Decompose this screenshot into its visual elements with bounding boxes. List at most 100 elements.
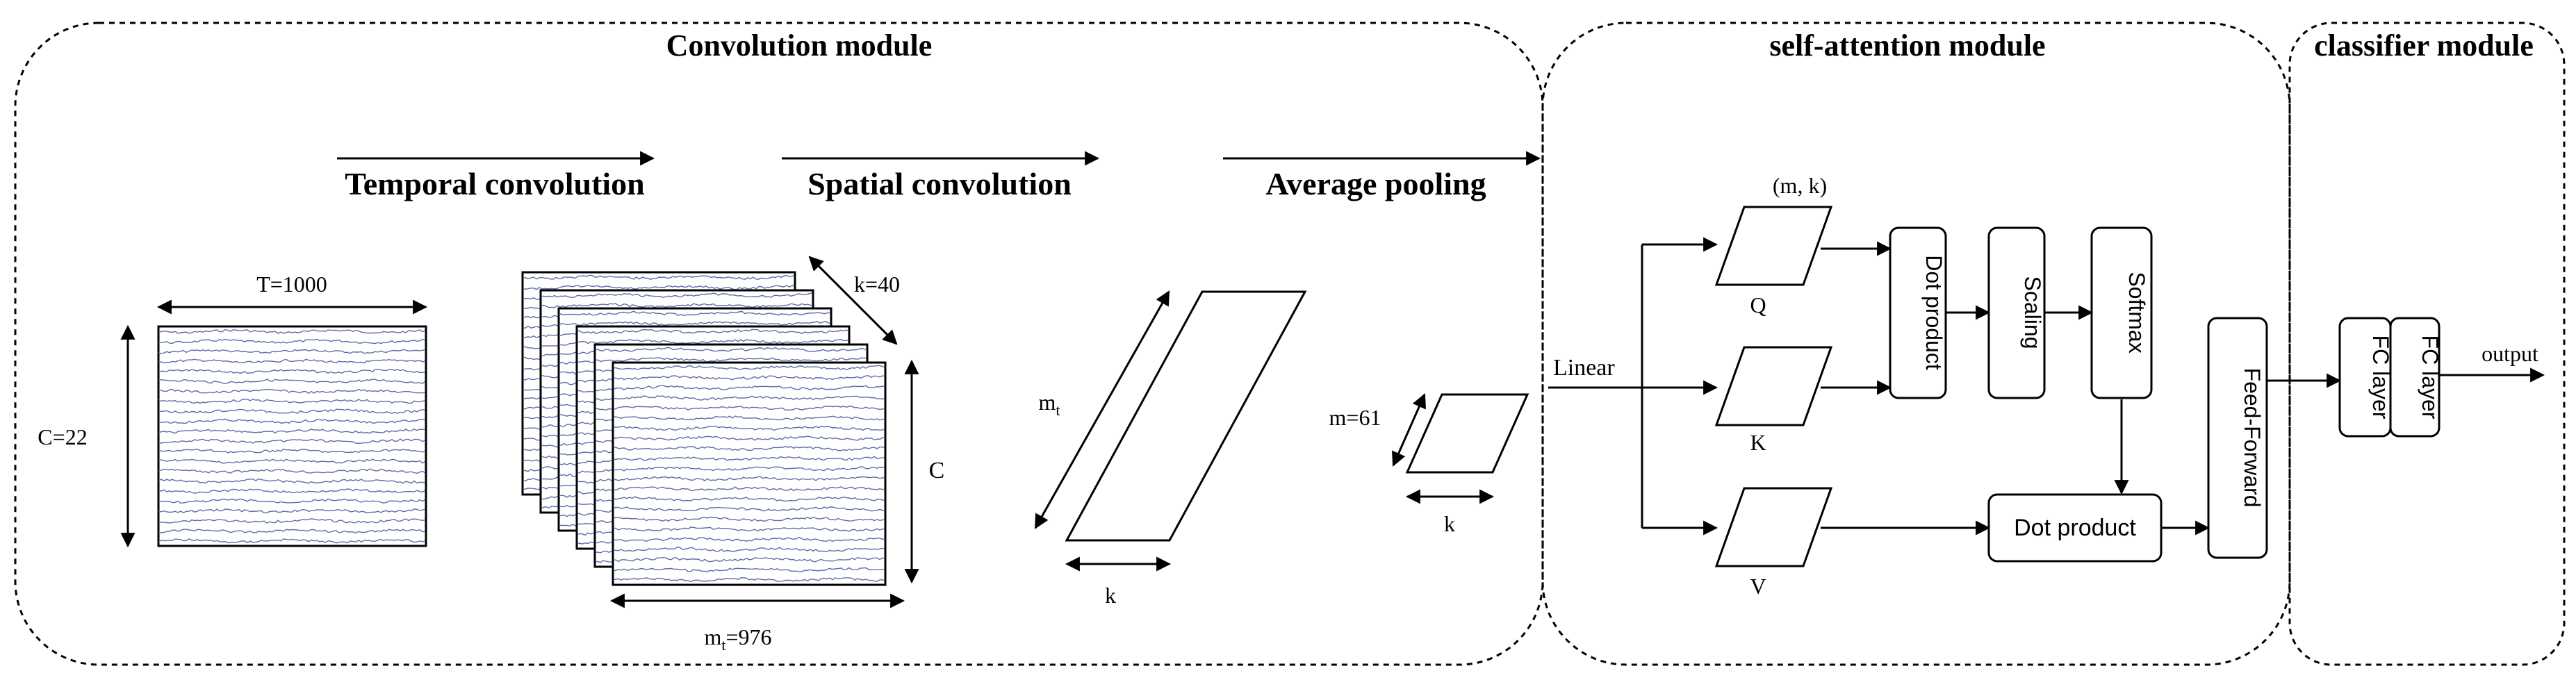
time-dimension-label: T=1000 [256, 272, 327, 297]
eeg-trace [158, 529, 426, 534]
fc-layer-2-block: FC layer [2389, 317, 2443, 438]
eeg-trace [158, 358, 426, 364]
eeg-trace [524, 274, 794, 280]
stack-channel-label: C [929, 458, 945, 483]
attention-module-title: self-attention module [1769, 28, 2045, 63]
eeg-trace [614, 375, 884, 381]
spatial-convolution-label: Spatial convolution [807, 166, 1072, 201]
eeg-trace [614, 476, 884, 481]
eeg-trace [614, 486, 884, 492]
eeg-trace [596, 347, 866, 353]
spatial-kernel-label: k [1105, 583, 1116, 608]
feed-forward-label: Feed-Forward [2240, 368, 2265, 508]
eeg-trace [158, 379, 426, 384]
eeg-trace [542, 303, 812, 308]
eeg-trace [614, 425, 884, 431]
eeg-trace [614, 456, 884, 461]
classifier-module-box [2288, 22, 2566, 666]
mk-shape-label: (m, k) [1773, 173, 1827, 198]
eeg-trace [614, 365, 884, 371]
attention-connectors [1821, 241, 2545, 536]
eeg-trace [614, 556, 884, 563]
eeg-trace [158, 498, 426, 504]
eeg-trace [560, 320, 830, 326]
eeg-trace [614, 506, 884, 512]
eeg-trace [614, 547, 884, 552]
eeg-trace [614, 406, 884, 411]
average-pooling-label: Average pooling [1265, 166, 1486, 201]
classifier-module-title: classifier module [2314, 28, 2534, 63]
eeg-trace [578, 338, 848, 344]
eeg-trace [158, 408, 426, 415]
spatial-time-arrow: mt [1034, 290, 1170, 529]
eeg-trace [614, 496, 884, 502]
eeg-trace [614, 415, 884, 421]
feed-forward-block: Feed-Forward [2207, 317, 2268, 559]
softmax-block: Softmax [2090, 226, 2153, 399]
eeg-trace [158, 428, 426, 434]
eeg-trace [158, 448, 426, 454]
eeg-trace [560, 310, 830, 316]
feature-map-layer [612, 361, 887, 586]
eeg-trace [158, 349, 426, 354]
stack-time-arrow: mt=976 [609, 593, 905, 654]
dot-product-2-block: Dot product [1987, 493, 2163, 563]
eeg-trace [614, 435, 884, 441]
fc-layer-1-block: FC layer [2338, 317, 2393, 438]
dot-product-block: Dot product [1889, 226, 1947, 399]
fc-layer-1-label: FC layer [2368, 335, 2393, 420]
eeg-trace [158, 398, 426, 404]
pooled-output-parallelogram [1405, 393, 1529, 474]
pooling-step: Average pooling [1223, 151, 1541, 201]
query-projection: Q [1714, 206, 1833, 317]
eeg-trace [578, 329, 848, 335]
dot-product-label: Dot product [1921, 255, 1946, 370]
convolution-module-box [14, 22, 1544, 666]
eeg-trace [614, 526, 884, 532]
pooled-k-arrow: k [1405, 489, 1495, 536]
scaling-label: Scaling [2020, 276, 2045, 349]
eeg-input-matrix [157, 325, 427, 547]
convolution-module-title: Convolution module [666, 28, 933, 63]
spatial-step: Spatial convolution [782, 151, 1100, 201]
eeg-trace [614, 385, 884, 391]
eeg-trace [614, 576, 884, 583]
scaling-block: Scaling [1987, 226, 2046, 399]
softmax-label: Softmax [2124, 272, 2149, 353]
eeg-trace [158, 338, 426, 344]
attention-module-box [1541, 22, 2291, 666]
eeg-trace [158, 538, 426, 544]
spatial-output-parallelogram [1065, 290, 1307, 542]
eeg-trace [158, 518, 426, 524]
value-projection: V [1714, 487, 1833, 599]
eeg-trace [158, 468, 426, 474]
eeg-trace [158, 508, 426, 514]
eeg-trace [158, 418, 426, 424]
linear-input-lines [1548, 237, 1718, 536]
eeg-trace [614, 567, 884, 572]
temporal-feature-maps [521, 271, 887, 586]
key-label: K [1750, 430, 1766, 455]
spatial-time-label: mt [1038, 390, 1060, 419]
temporal-step: Temporal convolution [337, 151, 655, 201]
eeg-trace [158, 488, 426, 494]
pooled-k-label: k [1444, 511, 1455, 536]
eeg-trace [614, 466, 884, 472]
eeg-trace [158, 388, 426, 395]
temporal-convolution-label: Temporal convolution [345, 166, 645, 201]
eeg-trace [614, 537, 884, 542]
value-label: V [1750, 574, 1766, 599]
eeg-trace [158, 329, 426, 334]
pooled-m-arrow: m=61 [1329, 393, 1426, 467]
eeg-trace [158, 478, 426, 484]
time-dimension-arrow: T=1000 [156, 272, 428, 315]
eeg-trace [158, 369, 426, 374]
kernel-count-arrow: k=40 [808, 256, 900, 345]
stack-channel-arrow: C [904, 359, 945, 584]
fc-layer-2-label: FC layer [2418, 335, 2443, 420]
channel-dimension-arrow: C=22 [38, 324, 136, 548]
output-label: output [2481, 341, 2538, 366]
kernel-count-label: k=40 [854, 272, 900, 297]
eeg-trace [614, 395, 884, 401]
